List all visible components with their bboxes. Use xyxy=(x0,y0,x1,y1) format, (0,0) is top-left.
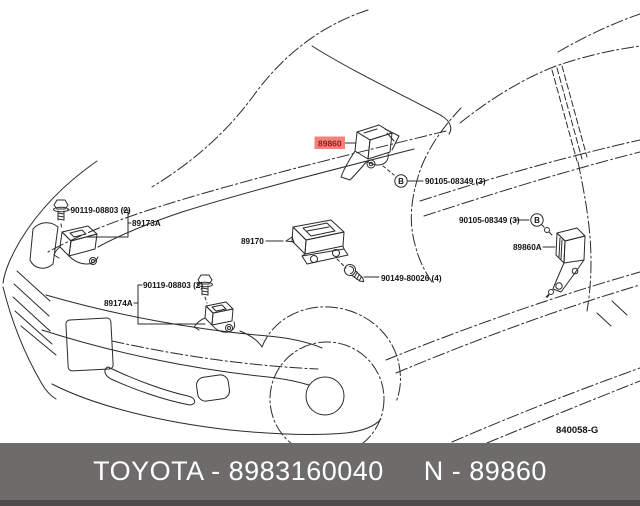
parts-diagram: B B 90119-08803 (2) 89173A 89174A xyxy=(2,9,640,443)
sensor-89174a xyxy=(193,301,236,333)
screw-icon xyxy=(344,264,365,283)
footer-catalog-ref: N - 89860 xyxy=(423,456,547,486)
label-90119-08803-front-left: 90119-08803 (2) xyxy=(71,206,131,215)
leader-lines xyxy=(60,142,556,325)
grille-hatch xyxy=(16,270,51,302)
sensor-89860a xyxy=(544,227,586,298)
label-89170: 89170 xyxy=(241,237,264,246)
small-bolt-icon xyxy=(544,227,550,233)
bolt-icon xyxy=(53,199,69,221)
highlighted-part-label[interactable]: 89860 xyxy=(314,136,346,150)
sensor-89170 xyxy=(285,219,349,265)
grille-hatch xyxy=(20,325,57,356)
highlight-box[interactable] xyxy=(314,136,346,150)
grille-hatch xyxy=(13,283,50,317)
footer-bar: TOYOTA - 8983160040 N - 89860 xyxy=(0,443,640,506)
label-89173a: 89173A xyxy=(132,219,161,228)
grille-hatch xyxy=(12,296,51,332)
sheet-ref-code: 840058-G xyxy=(556,425,598,436)
label-89860a: 89860A xyxy=(513,243,542,252)
label-90149-80026: 90149-80026 (4) xyxy=(381,274,442,283)
fastener-symbol-right xyxy=(530,213,544,227)
label-89174a: 89174A xyxy=(104,299,133,308)
car-body-outline xyxy=(2,9,640,443)
sensor-89860 xyxy=(340,124,400,181)
fastener-letter: B xyxy=(398,177,404,186)
label-89860-highlighted[interactable]: 89860 xyxy=(318,139,342,149)
fog-lamp xyxy=(196,374,230,402)
air-intake xyxy=(104,366,196,406)
headlight xyxy=(29,222,59,269)
grille-hatch xyxy=(14,310,53,345)
front-fascia xyxy=(2,222,382,435)
license-plate xyxy=(65,317,114,372)
label-90119-08803-front-center: 90119-08803 (2) xyxy=(143,281,203,290)
bolt-icon xyxy=(197,274,213,296)
fastener-letter: B xyxy=(534,216,540,225)
footer-brand-part-number: TOYOTA - 8983160040 xyxy=(93,456,384,486)
front-wheel xyxy=(239,306,401,443)
sensor-89173a xyxy=(53,225,99,265)
label-90105-08349-lower: 90105-08349 (3) xyxy=(459,216,520,225)
small-screw-icon xyxy=(548,289,554,295)
fastener-symbol-left xyxy=(394,174,408,188)
label-90105-08349-upper: 90105-08349 (3) xyxy=(425,177,486,186)
